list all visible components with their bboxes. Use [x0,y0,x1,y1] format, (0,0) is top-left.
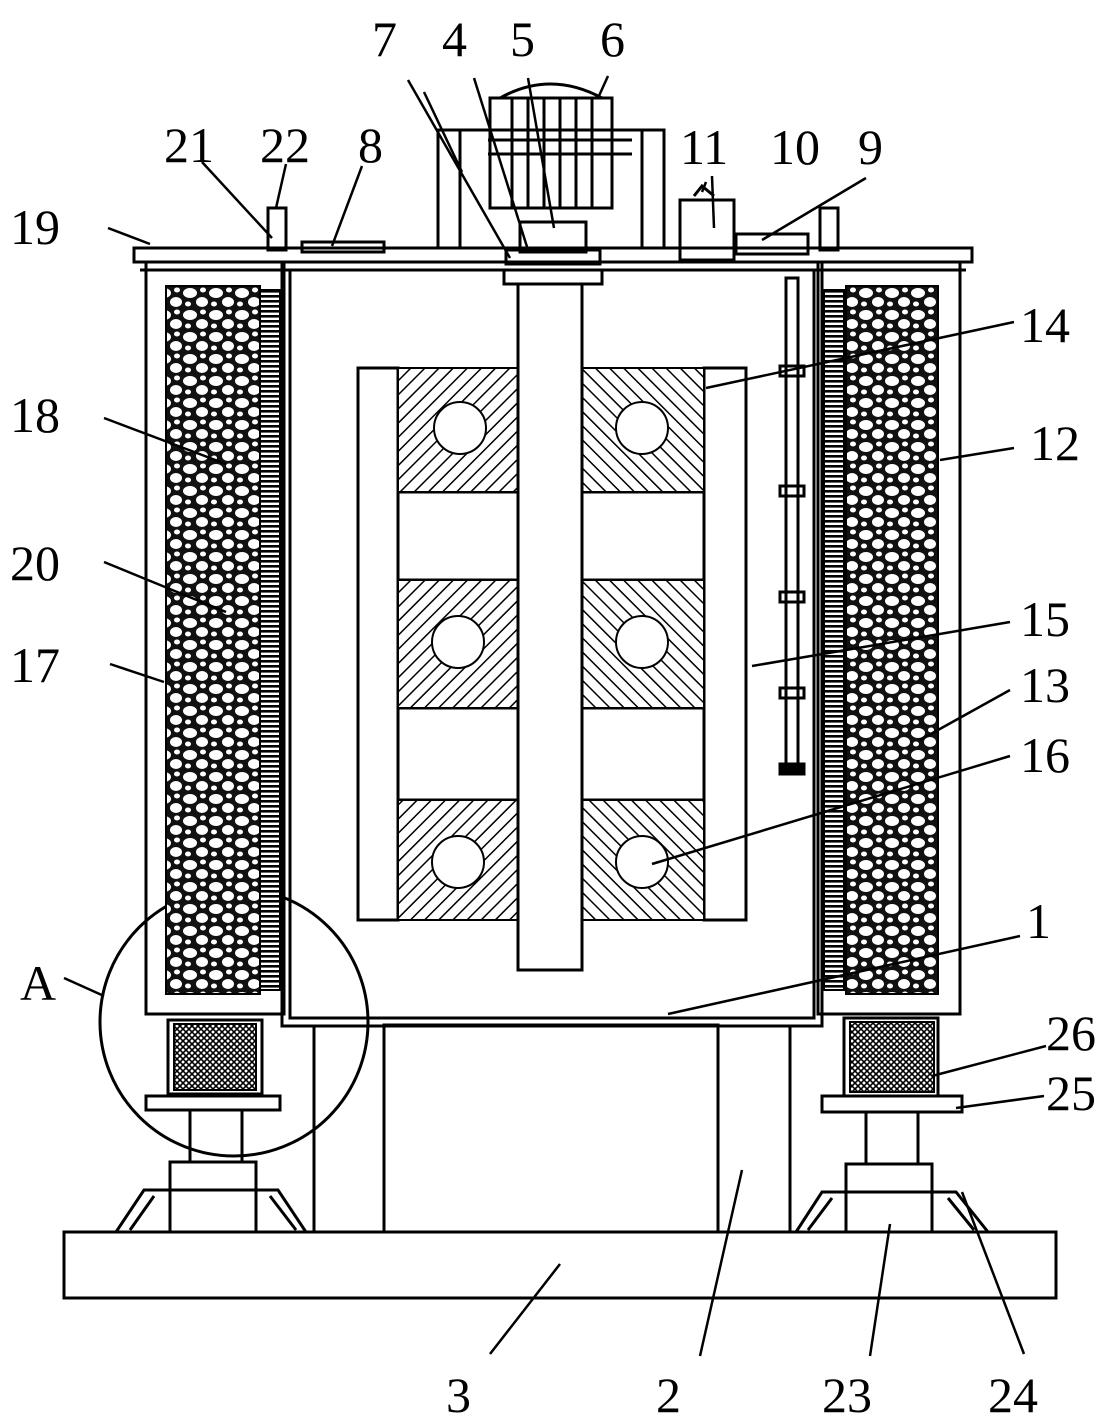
label-4: 4 [442,11,467,67]
feed-inlet [300,240,386,254]
control-box [678,198,736,262]
label-25: 25 [1046,1065,1096,1121]
label-15: 15 [1020,591,1070,647]
label-A: A [20,955,56,1011]
label-13: 13 [1020,657,1070,713]
label-5: 5 [510,11,535,67]
left-post [266,206,288,252]
label-2: 2 [656,1367,681,1423]
label-10: 10 [770,119,820,175]
label-6: 6 [600,11,625,67]
label-21: 21 [164,117,214,173]
right-flange [820,1094,964,1114]
label-16: 16 [1020,727,1070,783]
right-insulation [845,285,939,995]
filled-regions [165,285,939,1093]
top-fitting [734,232,810,256]
label-19: 19 [10,199,60,255]
right-heater [823,289,845,991]
label-12: 12 [1030,415,1080,471]
label-23: 23 [822,1367,872,1423]
label-1: 1 [1026,893,1051,949]
part-labels: 1 2 3 4 5 6 7 8 9 10 11 12 13 14 15 16 1… [10,11,1096,1423]
label-14: 14 [1020,297,1070,353]
label-7: 7 [372,11,397,67]
paddle-holes [431,401,669,889]
label-22: 22 [260,117,310,173]
label-8: 8 [358,117,383,173]
label-18: 18 [10,387,60,443]
label-9: 9 [858,119,883,175]
motor-frame [436,128,666,250]
level-tube [784,276,800,772]
left-heater [259,289,281,991]
left-insulation [165,285,261,995]
center-support [382,1023,720,1234]
leader-lines [63,75,1047,1357]
tank-outer [280,260,824,1028]
label-3: 3 [446,1367,471,1423]
label-11: 11 [680,119,728,175]
label-20: 20 [10,535,60,591]
label-26: 26 [1046,1005,1096,1061]
paddle-left-bar [356,366,400,922]
label-17: 17 [10,637,60,693]
label-24: 24 [988,1367,1038,1423]
bearing-seat [504,248,602,266]
right-post [818,206,840,252]
left-flange [144,1094,282,1112]
